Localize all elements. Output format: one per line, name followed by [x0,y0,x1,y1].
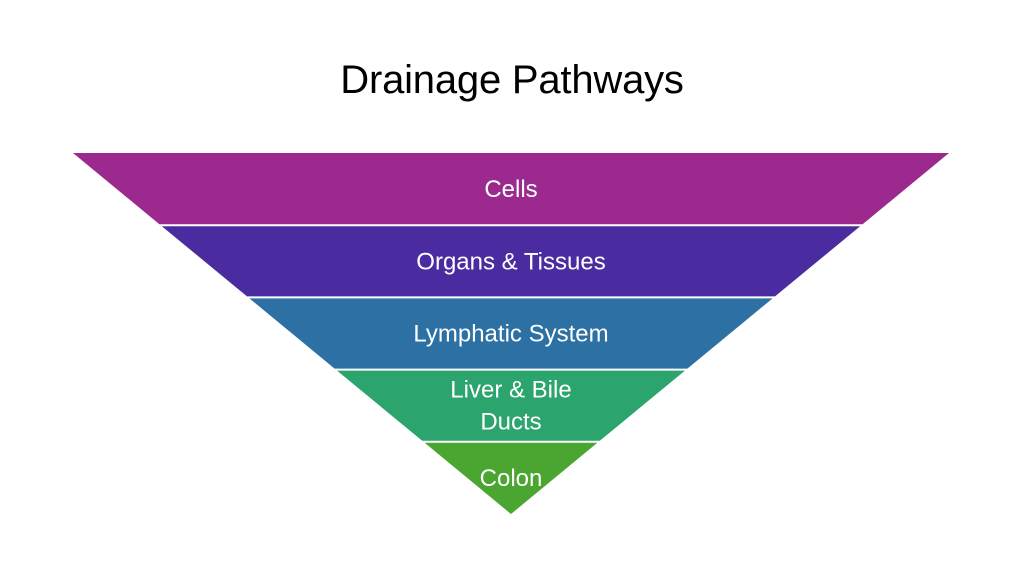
pyramid-level-label: Liver & Bile [450,377,571,404]
pyramid-band [161,226,861,297]
slide-title: Drainage Pathways [340,58,684,102]
pyramid-level-1: Cells [73,153,949,225]
pyramid-band [337,370,685,441]
pyramid-band [73,153,949,225]
pyramid-band [249,298,773,369]
pyramid-level-label: Cells [484,176,537,203]
pyramid-level-5: Colon [424,442,598,514]
pyramid-level-label: Organs & Tissues [416,248,605,275]
pyramid-level-label: Colon [480,465,543,492]
pyramid-level-2: Organs & Tissues [161,226,861,297]
pyramid-band [424,442,598,514]
pyramid-level-label: Ducts [480,409,541,436]
pyramid-level-label: Lymphatic System [413,321,608,348]
pyramid-level-3: Lymphatic System [249,298,773,369]
